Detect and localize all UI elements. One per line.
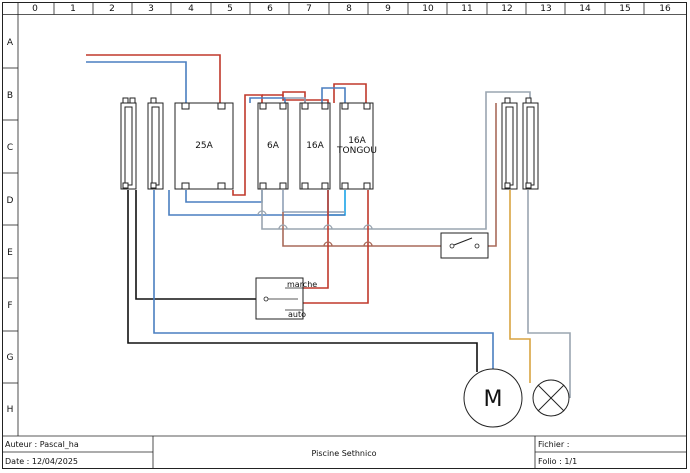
col-label-13: 13 <box>540 4 551 14</box>
wire-red-marche <box>303 190 329 289</box>
cartouche-file: Fichier : <box>538 440 569 449</box>
wire-black-selector <box>135 190 256 300</box>
col-label-0: 0 <box>32 4 38 14</box>
row-label-g: G <box>7 353 14 363</box>
column-ruler <box>2 2 687 15</box>
row-label-d: D <box>7 196 14 206</box>
wire-25a-out-neutral <box>185 190 263 203</box>
row-label-e: E <box>7 248 13 258</box>
breaker-tongou-label-2: TONGOU <box>336 146 377 156</box>
wire-supply-phase <box>86 54 221 103</box>
col-label-7: 7 <box>306 4 312 14</box>
wire-brown-aux <box>282 212 441 247</box>
col-label-4: 4 <box>188 4 194 14</box>
row-label-f: F <box>7 301 12 311</box>
cartouche <box>2 435 687 469</box>
col-label-10: 10 <box>422 4 434 14</box>
wire-supply-neutral <box>86 61 187 103</box>
row-label-c: C <box>7 143 13 153</box>
col-label-3: 3 <box>148 4 154 14</box>
terminal-block-left <box>120 97 164 190</box>
wire-blue-motor <box>153 190 494 372</box>
breaker-tongou-label-1: 16A <box>348 136 366 146</box>
wire-grey-aux <box>261 91 531 230</box>
wire-grey-lamp <box>527 190 571 398</box>
col-label-2: 2 <box>109 4 115 14</box>
col-label-6: 6 <box>267 4 273 14</box>
wire-bus-neutral-2 <box>285 97 306 103</box>
wire-orange <box>509 190 531 383</box>
row-label-b: B <box>7 91 13 101</box>
breaker-16a <box>299 102 331 190</box>
row-label-a: A <box>7 38 14 48</box>
wire-tongou-in-phase <box>333 83 367 103</box>
crossover-1 <box>257 210 267 216</box>
breaker-6a <box>257 102 289 190</box>
col-label-5: 5 <box>227 4 233 14</box>
breaker-25a-label: 25A <box>195 141 213 151</box>
wire-bus-phase <box>262 91 306 103</box>
wire-red-auto <box>303 190 369 304</box>
wire-neutral-bus <box>168 190 345 216</box>
row-ruler <box>2 14 19 436</box>
lamp-symbol <box>532 379 570 417</box>
cartouche-author: Auteur : Pascal_ha <box>5 440 79 449</box>
breaker-6a-label: 6A <box>267 141 280 151</box>
col-label-9: 9 <box>385 4 391 14</box>
breaker-16a-tongou <box>339 102 374 190</box>
cartouche-title: Piscine Sethnico <box>312 449 377 458</box>
col-label-8: 8 <box>346 4 352 14</box>
crossover-4 <box>323 241 333 247</box>
wire-black-earth <box>127 190 478 372</box>
crossover-3 <box>323 224 333 230</box>
wire-switch-out <box>488 103 497 247</box>
row-label-h: H <box>7 405 14 415</box>
selector-marche-label: marche <box>287 280 317 289</box>
wire-tongou-in-neutral <box>321 87 346 103</box>
wire-grey-6a <box>282 190 345 213</box>
col-label-16: 16 <box>659 4 671 14</box>
crossover-2 <box>278 224 288 230</box>
col-label-14: 14 <box>579 4 591 14</box>
wire-25a-out-phase <box>232 94 263 196</box>
crossover-5 <box>363 241 373 247</box>
wire-bus-neutral <box>249 97 286 103</box>
breaker-16a-label: 16A <box>306 141 324 151</box>
terminal-block-right <box>501 97 539 190</box>
col-label-12: 12 <box>501 4 512 14</box>
cartouche-folio: Folio : 1/1 <box>538 457 577 466</box>
breaker-25a <box>174 102 234 190</box>
motor-symbol <box>463 368 523 428</box>
motor-label: M <box>484 387 503 412</box>
auto-switch <box>440 232 489 259</box>
col-label-15: 15 <box>619 4 630 14</box>
col-label-11: 11 <box>461 4 472 14</box>
selector-auto-label: auto <box>288 310 306 319</box>
cartouche-date: Date : 12/04/2025 <box>5 457 78 466</box>
col-label-1: 1 <box>70 4 76 14</box>
crossover-6 <box>363 224 373 230</box>
selector-switch <box>255 277 304 320</box>
